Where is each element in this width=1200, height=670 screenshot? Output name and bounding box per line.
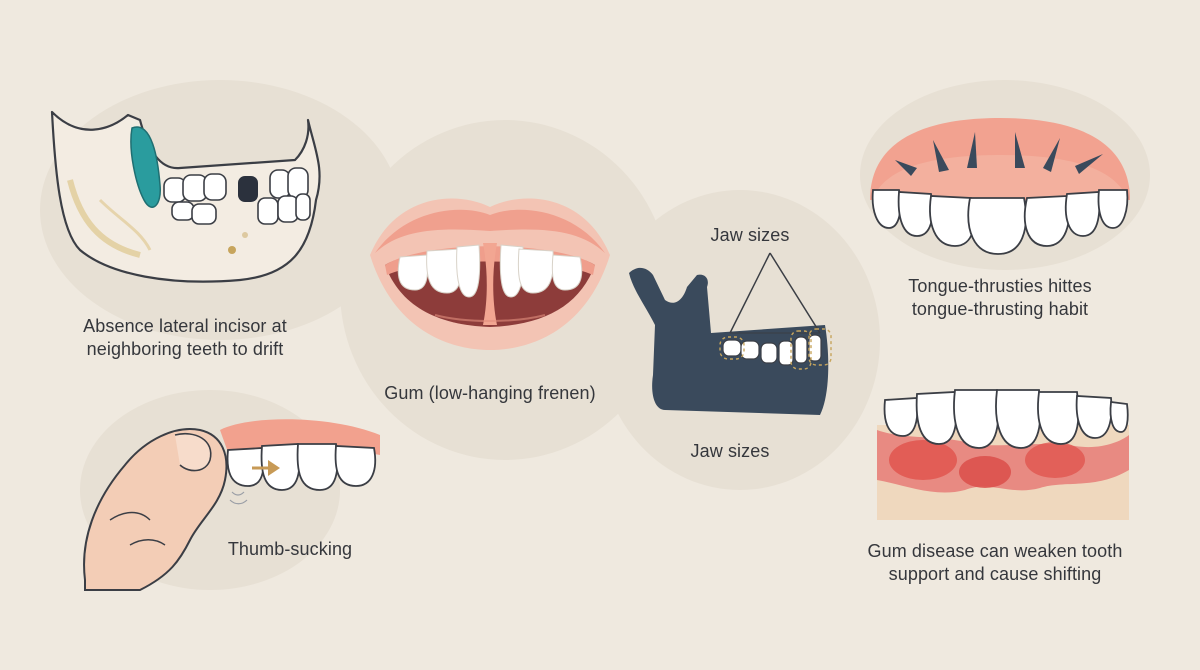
inflamed-gums-illustration: [877, 389, 1129, 520]
gum-disease-panel: [875, 380, 1130, 520]
thumb-pushing-teeth-illustration: [83, 419, 380, 591]
jaw-sizes-panel: [625, 245, 840, 425]
caption-line: neighboring teeth to drift: [86, 339, 284, 359]
tongue-thrusting-caption: Tongue-thrusties hittes tongue-thrusting…: [880, 275, 1120, 321]
jaw-sizes-bottom-label: Jaw sizes: [660, 440, 800, 463]
caption-line: Absence lateral incisor at: [83, 316, 287, 336]
frenum-caption: Gum (low-hanging frenen): [365, 382, 615, 405]
caption-line: Tongue-thrusties hittes: [908, 276, 1092, 296]
thumb-sucking-panel: [80, 410, 400, 591]
missing-incisor-caption: Absence lateral incisor at neighboring t…: [60, 315, 310, 361]
jaw-sizes-top-label: Jaw sizes: [680, 224, 820, 247]
jaw-with-missing-tooth-illustration: [50, 110, 321, 283]
caption-line: tongue-thrusting habit: [911, 299, 1089, 319]
gum-disease-caption: Gum disease can weaken tooth support and…: [860, 540, 1130, 586]
caption-line: Gum disease can weaken tooth: [867, 541, 1123, 561]
caption-line: support and cause shifting: [888, 564, 1102, 584]
upper-arch-tongue-pressure-illustration: [870, 118, 1130, 255]
caption-line: Jaw sizes: [710, 225, 790, 245]
caption-line: Gum (low-hanging frenen): [384, 383, 596, 403]
open-mouth-gap-teeth-illustration: [370, 198, 610, 350]
frenum-panel: [365, 185, 615, 355]
tongue-thrusting-panel: [865, 110, 1135, 260]
lower-jaw-illustration: [629, 252, 832, 415]
caption-line: Thumb-sucking: [227, 539, 353, 559]
missing-incisor-panel: [40, 90, 340, 300]
caption-line: Jaw sizes: [690, 441, 770, 461]
missing-tooth-gap: [238, 176, 258, 202]
thumb-sucking-caption: Thumb-sucking: [200, 538, 380, 561]
